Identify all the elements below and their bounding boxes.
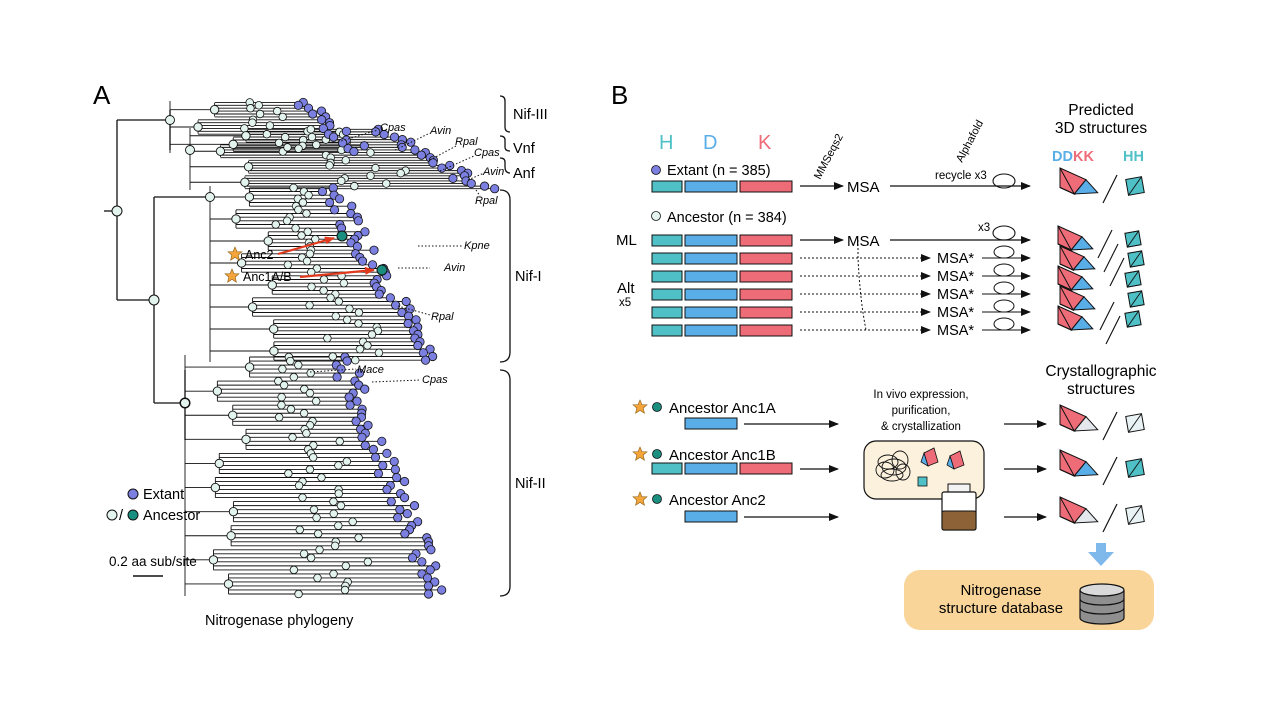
tree-subclades [165,97,500,599]
anc2-node [336,230,348,242]
anc2-arrow [277,236,335,256]
star-icon [227,246,243,261]
ancestor-dot [651,211,661,221]
taxon-label: Cpas [380,122,406,134]
star-icon [632,446,648,461]
letter-d: D [703,132,717,154]
alphafold-label: Alphafold [954,118,986,164]
msa-label: MSA [847,179,880,196]
crystal-structures [1059,404,1145,533]
anc1a-label: Ancestor Anc1A [669,400,776,417]
complex-label-hh: HH [1123,149,1144,165]
taxon-labels: Cpas Avin Rpal Cpas Avin Rpal Kpne Avin … [309,122,504,386]
complex-label-kk: KK [1073,149,1094,165]
taxon-label: Avin [443,262,465,274]
tree-nodes-backbone [111,205,191,409]
tree-backbone [104,110,210,440]
letter-k: K [758,132,772,154]
ml-label: ML [616,232,637,249]
predicted-structures [1057,167,1145,345]
scale-label: 0.2 aa sub/site [109,554,197,569]
clade-label: Nif-III [513,107,548,123]
msa-star-label: MSA* [937,269,974,285]
anc1b-label: Ancestor Anc1B [669,447,776,464]
recycle-loop-icon [993,245,1015,259]
complex-label-dd: DD [1052,149,1073,165]
highlighted-ancestors: Anc2 Anc1A/B [224,230,388,284]
taxon-label: Rpal [475,195,498,207]
letter-h: H [659,132,673,154]
database-title: Nitrogenase [961,582,1042,599]
anc2-label: Anc2 [245,248,274,262]
recycle-loop-icon [993,317,1015,331]
mmseqs-label: MMSeqs2 [812,132,846,181]
anc1ab-arrow [299,266,375,279]
alt-rows: MSA* MSA* MSA* MSA* MSA* [800,240,1031,339]
msa-star-label: MSA* [937,251,974,267]
crystal-title: Crystallographic [1045,363,1156,380]
exp-text: purification, [892,405,951,417]
star-icon [224,268,240,283]
expression-illustration [863,440,985,531]
taxon-label: Cpas [474,147,500,159]
clade-label: Nif-I [515,269,542,285]
taxon-label: Avin [482,166,504,178]
taxon-label: Cpas [422,374,448,386]
exp-text: & crystallization [881,421,961,433]
alt-label: Alt [617,280,635,297]
predicted-title: 3D structures [1055,120,1147,137]
recycle-loop-icon [992,225,1016,241]
clade-brackets [499,95,511,597]
star-icon [632,399,648,414]
panel-a: A Anc2 Anc1A/B [93,80,548,629]
crystal-rows: Ancestor Anc1A Ancestor Anc1B Ancestor A… [632,399,1047,521]
database-title: structure database [939,600,1063,617]
svg-text:/: / [119,508,124,524]
clade-label: Anf [513,166,536,182]
panel-a-caption: Nitrogenase phylogeny [205,613,354,629]
predicted-title: Predicted [1068,102,1133,119]
taxon-label: Mace [357,364,384,376]
msa-star-label: MSA* [937,287,974,303]
recycle-loop-icon [993,281,1015,295]
recycle-loop-icon [993,263,1015,277]
crystal-title: structures [1067,381,1135,398]
star-icon [632,491,648,506]
panel-a-label: A [93,80,111,110]
msa-star-label: MSA* [937,323,974,339]
msa-label: MSA [847,233,880,250]
sequence-bars [651,180,793,523]
recycle-loop-icon [992,173,1016,189]
clade-label: Nif-II [515,476,546,492]
recycle-loop-icon [993,299,1015,313]
clade-label: Vnf [513,141,536,157]
legend-ancestor: Ancestor [143,508,200,524]
ancestor-label: Ancestor (n = 384) [667,210,787,226]
msa-star-label: MSA* [937,305,974,321]
anc1ab-node [376,264,388,276]
legend-extant: Extant [143,487,184,503]
exp-text: In vivo expression, [873,389,968,401]
extant-dot [651,165,661,175]
anc2-row-label: Ancestor Anc2 [669,492,766,509]
panel-b: B H D K Predicted 3D structures DD KK HH… [611,80,1157,630]
taxon-label: Rpal [455,136,478,148]
database-icon [1079,583,1125,625]
anc1ab-label: Anc1A/B [243,270,292,284]
recycle-label: recycle x3 [935,170,987,182]
extant-label: Extant (n = 385) [667,163,771,179]
ml-x3-label: x3 [978,222,990,234]
legend: Extant / Ancestor [106,487,200,524]
down-arrow-icon [1088,543,1114,566]
x5-label: x5 [619,297,631,309]
taxon-label: Kpne [464,240,490,252]
panel-b-label: B [611,80,628,110]
taxon-label: Avin [429,125,451,137]
taxon-label: Rpal [431,311,454,323]
